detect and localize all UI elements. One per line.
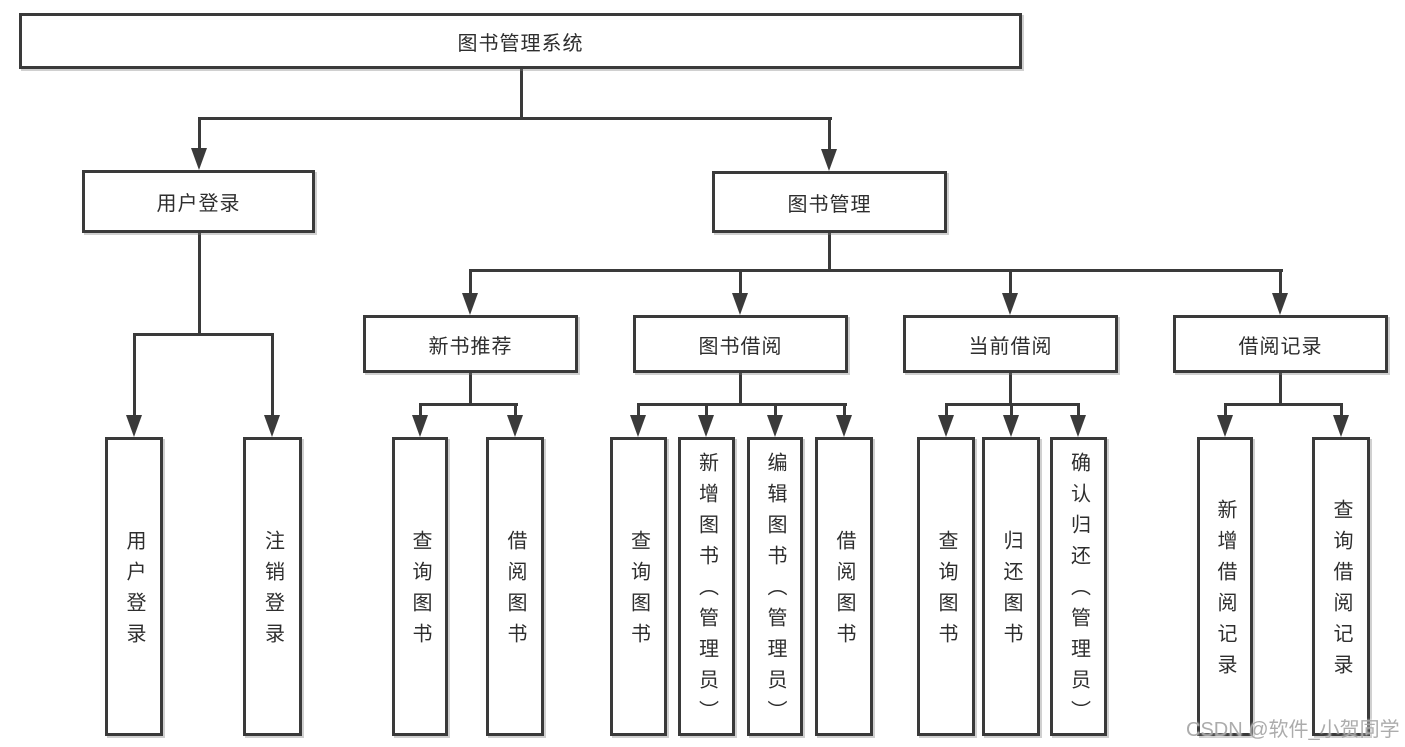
connector-to-leaf-user-login xyxy=(133,333,136,415)
connector-user-login-hline xyxy=(133,333,274,336)
connector-to-borrowing-borrow-book xyxy=(843,403,846,416)
arrowhead-to-book-management xyxy=(821,149,837,171)
connector-to-current-return-book xyxy=(1010,403,1013,416)
node-new-book-recommend: 新书推荐 xyxy=(363,315,578,373)
node-leaf-records-add-record: 新增借阅记录 xyxy=(1197,437,1253,736)
connector-root-to-book-management xyxy=(828,117,831,150)
node-leaf-borrowing-query-book: 查询图书 xyxy=(610,437,667,736)
node-borrowing-records: 借阅记录 xyxy=(1173,315,1388,373)
node-leaf-recommend-borrow-book: 借阅图书 xyxy=(486,437,544,736)
connector-to-records-add-record xyxy=(1224,403,1227,416)
arrowhead-to-user-login xyxy=(191,148,207,170)
arrowhead-to-recommend-query-book xyxy=(412,415,428,437)
connector-to-borrowing-add-book xyxy=(705,403,708,416)
node-leaf-records-query-record: 查询借阅记录 xyxy=(1312,437,1370,736)
node-current-borrowing: 当前借阅 xyxy=(903,315,1118,373)
connector-to-borrowing-records xyxy=(1279,269,1282,295)
connector-to-current-confirm-return xyxy=(1077,403,1080,416)
connector-to-book-borrowing xyxy=(739,269,742,295)
arrowhead-to-current-return-book xyxy=(1003,415,1019,437)
connector-to-recommend-query-book xyxy=(419,403,422,416)
connector-to-current-borrowing xyxy=(1009,269,1012,295)
node-leaf-borrowing-borrow-book: 借阅图书 xyxy=(815,437,873,736)
arrowhead-to-leaf-logout xyxy=(264,415,280,437)
node-root: 图书管理系统 xyxy=(19,13,1022,69)
node-book-management: 图书管理 xyxy=(712,171,947,233)
connector-to-current-query-book xyxy=(945,403,948,416)
node-leaf-current-query-book: 查询图书 xyxy=(917,437,975,736)
arrowhead-to-leaf-user-login xyxy=(126,415,142,437)
arrowhead-to-current-confirm-return xyxy=(1070,415,1086,437)
arrowhead-to-recommend-borrow-book xyxy=(507,415,523,437)
connector-borrowing-records-stem xyxy=(1279,372,1282,406)
connector-current-borrowing-stem xyxy=(1009,372,1012,406)
arrowhead-to-borrowing-borrow-book xyxy=(836,415,852,437)
connector-new-book-recommend-hline xyxy=(419,403,518,406)
connector-to-new-book-recommend xyxy=(469,269,472,295)
arrowhead-to-records-query-record xyxy=(1333,415,1349,437)
arrowhead-to-borrowing-query-book xyxy=(630,415,646,437)
arrowhead-to-borrowing-edit-book xyxy=(767,415,783,437)
node-leaf-logout: 注销登录 xyxy=(243,437,302,736)
arrowhead-to-new-book-recommend xyxy=(462,293,478,315)
node-user-login: 用户登录 xyxy=(82,170,315,233)
connector-root-stem xyxy=(520,68,523,119)
arrowhead-to-current-query-book xyxy=(938,415,954,437)
connector-book-management-hline xyxy=(469,269,1283,272)
csdn-watermark: CSDN @软件_小贺同学 xyxy=(1186,719,1400,741)
connector-to-records-query-record xyxy=(1340,403,1343,416)
node-book-borrowing: 图书借阅 xyxy=(633,315,848,373)
connector-to-borrowing-query-book xyxy=(637,403,640,416)
connector-to-borrowing-edit-book xyxy=(774,403,777,416)
node-leaf-borrowing-edit-book: 编辑图书（管理员） xyxy=(747,437,803,736)
connector-to-recommend-borrow-book xyxy=(514,403,517,416)
connector-root-hline xyxy=(198,117,832,120)
node-leaf-user-login: 用户登录 xyxy=(105,437,163,736)
node-leaf-current-confirm-return: 确认归还（管理员） xyxy=(1050,437,1107,736)
arrowhead-to-borrowing-records xyxy=(1272,293,1288,315)
arrowhead-to-current-borrowing xyxy=(1002,293,1018,315)
node-leaf-current-return-book: 归还图书 xyxy=(982,437,1040,736)
node-leaf-borrowing-add-book: 新增图书（管理员） xyxy=(678,437,735,736)
node-leaf-recommend-query-book: 查询图书 xyxy=(392,437,448,736)
connector-borrowing-records-hline xyxy=(1224,403,1343,406)
arrowhead-to-book-borrowing xyxy=(732,293,748,315)
connector-new-book-recommend-stem xyxy=(469,372,472,406)
connector-root-to-user-login xyxy=(198,117,201,149)
connector-book-management-stem xyxy=(828,232,831,272)
arrowhead-to-records-add-record xyxy=(1217,415,1233,437)
connector-user-login-stem xyxy=(198,232,201,335)
connector-to-leaf-logout xyxy=(271,333,274,415)
connector-book-borrowing-stem xyxy=(739,372,742,406)
arrowhead-to-borrowing-add-book xyxy=(698,415,714,437)
connector-book-borrowing-hline xyxy=(637,403,847,406)
